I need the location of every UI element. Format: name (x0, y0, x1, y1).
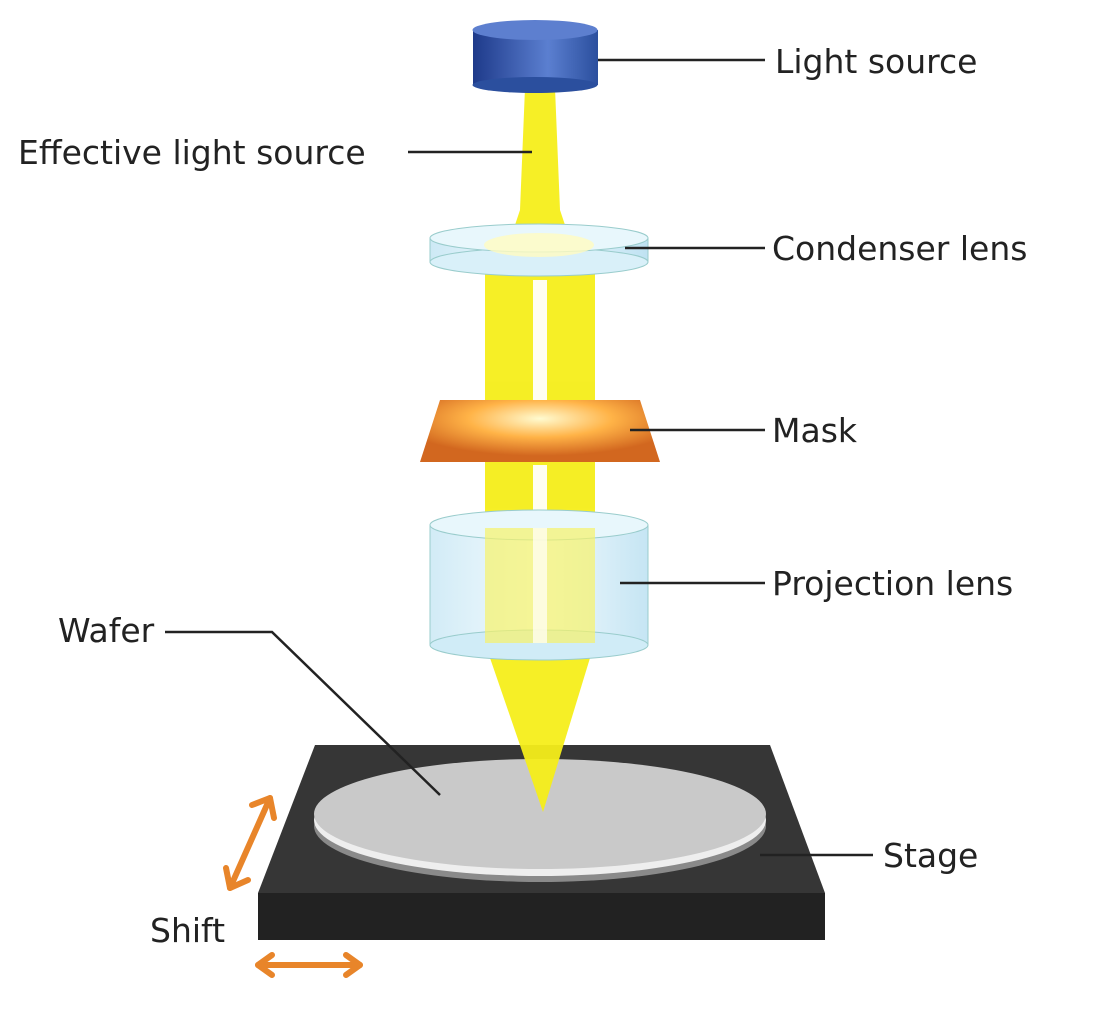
label-stage: Stage (883, 836, 978, 875)
leader-wafer (165, 630, 441, 796)
shift-arrows-icon (223, 795, 363, 978)
label-wafer: Wafer (58, 611, 155, 650)
condenser-lens (429, 223, 649, 277)
beam-center (533, 280, 547, 405)
label-shift: Shift (150, 911, 225, 950)
label-light-source: Light source (775, 42, 977, 81)
label-condenser-lens: Condenser lens (772, 229, 1027, 268)
mask (420, 400, 660, 462)
light-source (472, 20, 598, 93)
label-projection-lens: Projection lens (772, 564, 1013, 603)
label-effective-light-source: Effective light source (18, 133, 366, 172)
wafer (314, 759, 766, 882)
label-mask: Mask (772, 411, 858, 450)
projection-lens (429, 509, 649, 661)
beam-center (533, 465, 547, 515)
